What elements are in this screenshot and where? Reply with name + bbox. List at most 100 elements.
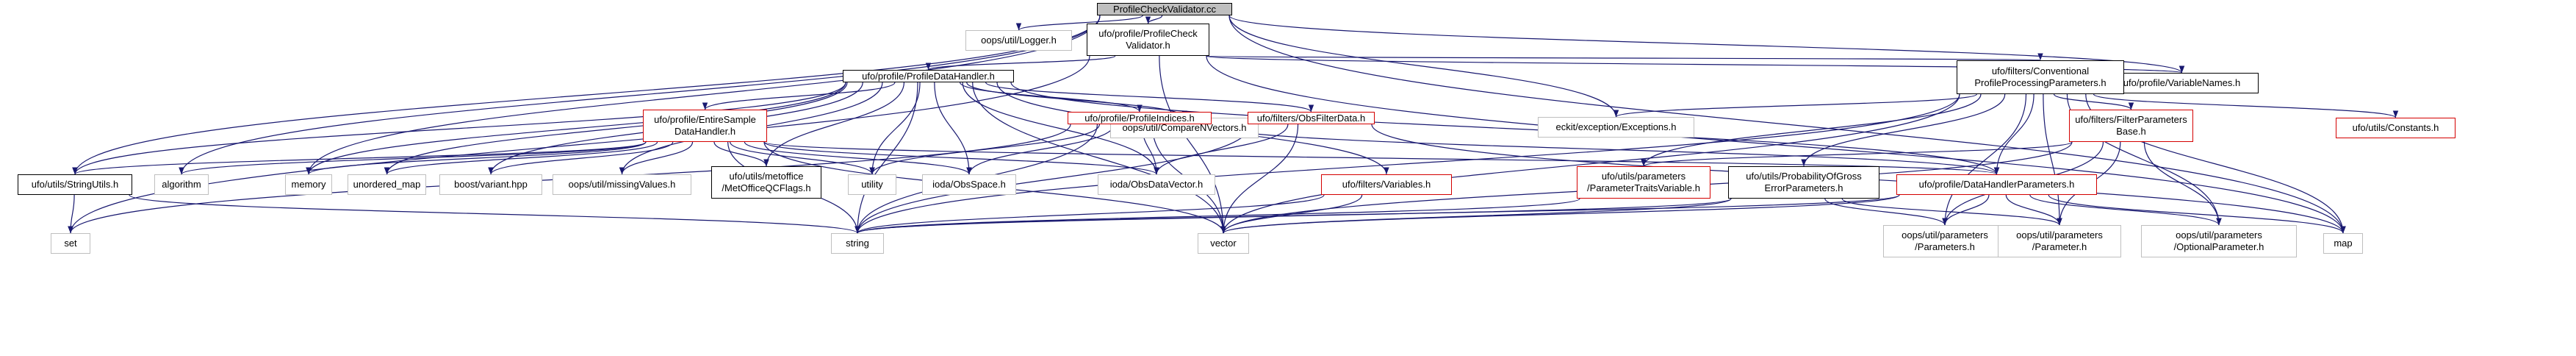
edge-fpb-to-ptv (1641, 141, 2073, 167)
node-parameter-h[interactable]: oops/util/parameters/Parameter.h (1998, 225, 2121, 257)
node-label-line: oops/util/missingValues.h (568, 179, 676, 190)
edge-cpp-to-eckit (1613, 93, 1977, 118)
node-set[interactable]: set (51, 233, 90, 254)
node-variablenames-h[interactable]: ufo/profile/VariableNames.h (2105, 73, 2259, 93)
edge-root-to-algorithm (179, 15, 1101, 175)
edge-pdh-to-umap (384, 82, 848, 175)
node-label-line: /Parameter.h (2032, 241, 2087, 252)
edge-pdh-to-obsfilter (985, 82, 1314, 113)
edge-pdh-to-string (855, 82, 918, 234)
edge-pdh-to-memory (306, 82, 846, 175)
edge-pdh-to-strutils (72, 82, 846, 175)
node-parameters-h[interactable]: oops/util/parameters/Parameters.h (1883, 225, 2007, 257)
node-label-line: ErrorParameters.h (1764, 182, 1843, 193)
node-missingvalues-h[interactable]: oops/util/missingValues.h (553, 174, 691, 195)
edge-esdh-to-variant (488, 141, 674, 175)
edge-pdh-to-vector (972, 82, 1226, 234)
edge-obsfilter-to-string (855, 124, 1251, 234)
edge-pindices-to-obsspace (966, 124, 1115, 175)
node-label-line: memory (291, 179, 326, 190)
edge-pgep-to-params (1824, 198, 1948, 226)
node-stringutils-h[interactable]: ufo/utils/StringUtils.h (18, 174, 132, 195)
edge-pgep-to-param (1841, 198, 2062, 226)
node-logger-h[interactable]: oops/util/Logger.h (965, 30, 1072, 51)
node-root-profilecheckvalidator-cc[interactable]: ProfileCheckValidator.cc (1097, 3, 1232, 15)
node-label-line: ufo/filters/Conventional (1991, 65, 2090, 76)
node-obsspace-h[interactable]: ioda/ObsSpace.h (922, 174, 1016, 195)
edge-obsfilter-to-obsdatavec (1154, 124, 1289, 175)
node-label-line: ProfileProcessingParameters.h (1974, 77, 2107, 88)
node-profiledatahandler-h[interactable]: ufo/profile/ProfileDataHandler.h (843, 70, 1014, 82)
edge-pdh-to-esdh (702, 82, 896, 110)
edge-esdh-to-obsdatavec (763, 141, 1159, 175)
edge-esdh-to-dhp (763, 141, 1999, 175)
edge-root-to-eckit (1228, 15, 1619, 118)
edge-esdh-to-memory (306, 141, 647, 175)
edge-root-to-logger (1015, 15, 1143, 31)
node-label-line: boost/variant.hpp (454, 179, 528, 190)
node-profileindices-h[interactable]: ufo/profile/ProfileIndices.h (1068, 112, 1212, 124)
edge-esdh-to-missing (619, 141, 694, 175)
node-label-line: /Parameters.h (1915, 241, 1975, 252)
node-variables-h[interactable]: ufo/filters/Variables.h (1321, 174, 1452, 195)
edge-dhp-to-optparam (2029, 194, 2222, 226)
edge-cpp-to-dhp (1993, 93, 2034, 175)
edge-cpp-to-ptv (1641, 93, 1982, 167)
edge-pdh-to-utility (869, 82, 921, 175)
node-label-line: oops/util/parameters (2016, 229, 2103, 241)
node-label-line: ufo/profile/DataHandlerParameters.h (1918, 179, 2075, 190)
edge-cpp-to-param (2043, 93, 2062, 226)
edge-cpp-to-constants (2093, 93, 2399, 118)
node-label-line: map (2334, 238, 2353, 249)
edge-esdh-to-umap (384, 141, 658, 175)
node-label-line: ufo/profile/EntireSample (654, 114, 756, 125)
node-label-line: algorithm (162, 179, 201, 190)
edge-variables-to-string (855, 194, 1325, 234)
node-string[interactable]: string (831, 233, 884, 254)
node-metofficeqcflags-h[interactable]: ufo/utils/metoffice/MetOfficeQCFlags.h (711, 166, 821, 199)
edge-obsfilter-to-vector (1220, 124, 1299, 234)
edge-pcv_h-to-vector (1159, 55, 1226, 234)
node-label-line: string (846, 238, 869, 249)
node-label-line: ufo/utils/Constants.h (2352, 122, 2439, 133)
node-vector[interactable]: vector (1198, 233, 1249, 254)
node-constants-h[interactable]: ufo/utils/Constants.h (2336, 118, 2456, 138)
edge-cpp-to-pgep (1801, 93, 2006, 167)
node-obsdatavector-h[interactable]: ioda/ObsDataVector.h (1098, 174, 1215, 195)
node-map[interactable]: map (2323, 233, 2363, 254)
edge-pcv_h-to-cpp (1206, 52, 2041, 61)
node-label-line: ioda/ObsSpace.h (932, 179, 1006, 190)
edge-esdh-to-metoffice (713, 141, 769, 167)
node-utility[interactable]: utility (848, 174, 896, 195)
node-boost-variant-hpp[interactable]: boost/variant.hpp (439, 174, 542, 195)
node-algorithm[interactable]: algorithm (154, 174, 209, 195)
node-memory[interactable]: memory (285, 174, 332, 195)
node-optionalparameter-h[interactable]: oops/util/parameters/OptionalParameter.h (2141, 225, 2297, 257)
node-parametertraitsvariable-h[interactable]: ufo/utils/parameters/ParameterTraitsVari… (1577, 166, 1710, 199)
node-obsfilterdata-h[interactable]: ufo/filters/ObsFilterData.h (1248, 112, 1375, 124)
node-datahandlerparameters-h[interactable]: ufo/profile/DataHandlerParameters.h (1896, 174, 2097, 195)
edge-cpp-to-vector (1220, 93, 1960, 234)
edge-root-to-pcv_h (1145, 15, 1163, 24)
node-label-line: utility (861, 179, 883, 190)
edge-dhp-to-params (1942, 194, 1990, 226)
node-eckit-exceptions-h[interactable]: eckit/exception/Exceptions.h (1538, 117, 1694, 138)
edge-dhp-to-param (2005, 194, 2062, 226)
node-label-line: ufo/profile/ProfileDataHandler.h (862, 70, 995, 82)
node-label-line: ufo/utils/ProbabilityOfGross (1746, 171, 1862, 182)
node-label-line: ufo/filters/FilterParameters (2075, 114, 2187, 125)
edge-dhp-to-map (2048, 194, 2346, 234)
node-label-line: ufo/profile/ProfileIndices.h (1084, 112, 1195, 124)
edge-pdh-to-obsspace (934, 82, 972, 175)
node-label-line: set (64, 238, 77, 249)
node-label-line: DataHandler.h (674, 126, 736, 137)
edge-pdh-to-compare (966, 82, 1187, 118)
node-label-line: Base.h (2116, 126, 2146, 137)
node-unordered-map[interactable]: unordered_map (348, 174, 426, 195)
edge-fpb-to-optparam (2143, 141, 2222, 226)
